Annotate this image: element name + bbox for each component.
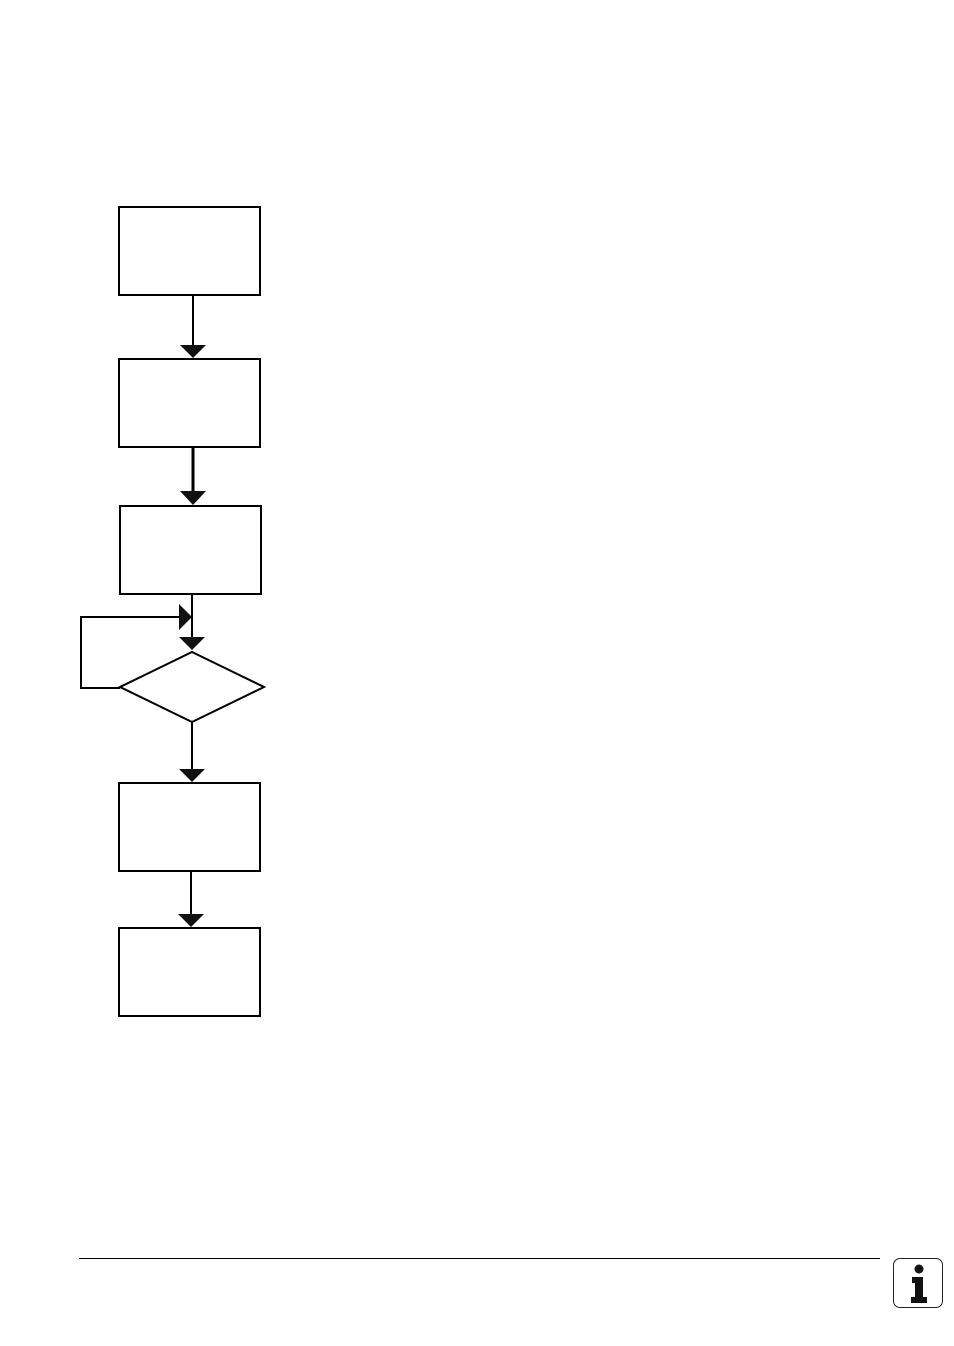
info-icon [893, 1258, 943, 1308]
loop-back-connector [80, 604, 192, 689]
connector-box4-to-box5 [178, 871, 204, 927]
connector-decision-to-box4 [179, 722, 205, 782]
process-box-5 [118, 927, 261, 1017]
process-box-3 [119, 505, 262, 595]
footer-rule [79, 1258, 880, 1259]
process-box-4 [118, 782, 261, 872]
decision-diamond [117, 650, 267, 724]
connector-box2-to-box3 [180, 447, 206, 505]
process-box-2 [118, 358, 261, 448]
connector-box3-to-decision [179, 594, 205, 650]
connector-box1-to-box2 [180, 295, 206, 358]
process-box-1 [118, 206, 261, 296]
